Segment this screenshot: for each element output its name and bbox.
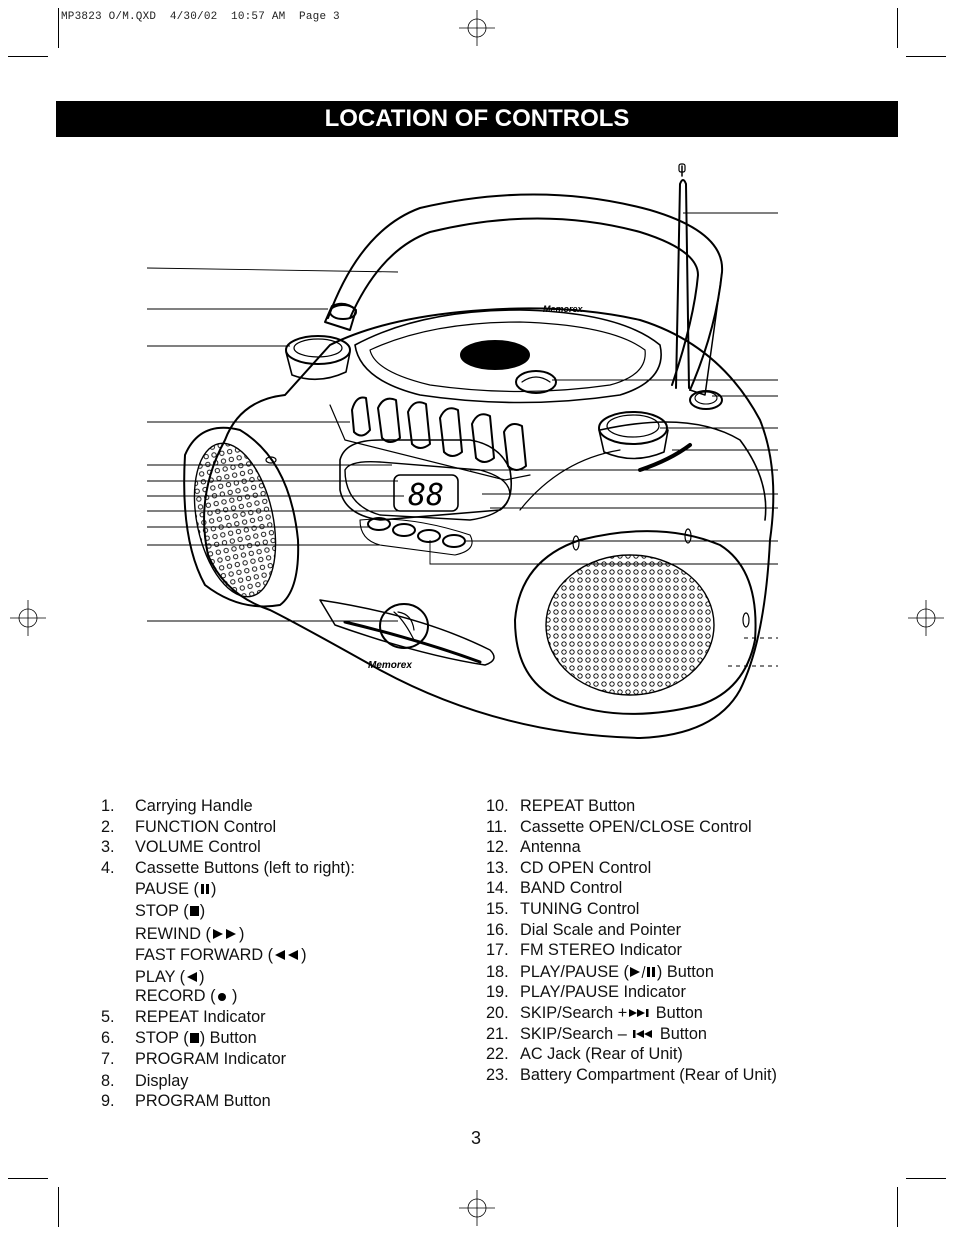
play-pause-icon [629,965,655,978]
right-leader-lines [429,212,778,667]
page-number: 3 [471,1128,482,1148]
skip-forward-icon [629,1008,649,1017]
list-item: 20.SKIP/Search + Button [486,1003,703,1022]
record-icon [217,993,226,1002]
list-item: 23.Battery Compartment (Rear of Unit) [486,1065,777,1084]
crop-mark [8,1178,48,1179]
registration-mark-left [10,600,46,636]
list-item: 18.PLAY/PAUSE () Button [486,962,714,981]
registration-mark-top [459,10,495,46]
cassette-sub-item: REWIND () [135,924,245,943]
cd-panel [344,460,511,521]
volume-control [285,335,351,381]
cassette-sub-item: PAUSE () [135,880,217,899]
list-item: 15.TUNING Control [486,899,640,918]
skip-back-icon [633,1029,653,1038]
crop-mark [897,1187,898,1227]
cassette-sub-item: STOP () [135,901,206,920]
brand-logo-bottom: Memorex [368,660,412,671]
cassette-sub-item: FAST FORWARD () [135,946,307,965]
dial-scale [638,443,692,472]
crop-mark [897,8,898,48]
controls-list-left: 1.Carrying Handle 2.FUNCTION Control 3.V… [101,796,355,1112]
file-slug: MP3823 O/M.QXD 4/30/02 10:57 AM Page 3 [61,11,340,23]
list-item: 2.FUNCTION Control [101,817,277,836]
cd-window [460,340,530,370]
antenna [675,163,690,389]
list-item: 16.Dial Scale and Pointer [486,920,682,939]
cassette-open-control [379,603,429,649]
crop-mark [58,1187,59,1227]
controls-list-right: 10.REPEAT Button 11.Cassette OPEN/CLOSE … [486,796,777,1085]
left-leader-lines [146,267,412,622]
cassette-sub-item: PLAY () [135,967,205,986]
crop-mark [58,8,59,48]
pause-icon [200,884,209,895]
stop-icon [189,905,199,916]
list-item: 12.Antenna [486,838,581,857]
list-item: 8.Display [101,1071,189,1090]
cassette-sub-item: RECORD ( ) [135,987,238,1006]
list-item: 22.AC Jack (Rear of Unit) [486,1045,683,1064]
list-item: 9.PROGRAM Button [101,1092,271,1111]
registration-mark-bottom [459,1190,495,1226]
display-digits: 88 [408,478,444,513]
list-item: 5.REPEAT Indicator [101,1007,266,1026]
cd-open-control [515,370,557,394]
registration-mark-right [908,600,944,636]
list-item: 6.STOP () Button [101,1028,257,1047]
crop-mark [906,1178,946,1179]
list-item: 7.PROGRAM Indicator [101,1050,287,1069]
left-speaker [183,426,300,608]
right-speaker [514,530,757,715]
list-item: 19.PLAY/PAUSE Indicator [486,983,686,1002]
crop-mark [906,56,946,57]
list-item: 1.Carrying Handle [101,797,253,815]
fast-forward-icon [275,950,299,961]
list-item: 13.CD OPEN Control [486,858,652,877]
list-item: 14.BAND Control [486,879,623,898]
brand-logo-top: Memorex [543,304,584,314]
list-item: 11.Cassette OPEN/CLOSE Control [486,817,752,836]
cd-control-buttons [359,517,473,556]
stop-icon [189,1032,199,1043]
list-item: 4.Cassette Buttons (left to right): [101,858,355,877]
function-control [324,302,357,331]
boombox-diagram: 88 Memorex Memorex [146,163,778,739]
list-item: 17.FM STEREO Indicator [486,941,682,960]
crop-mark [8,56,48,57]
band-control [689,390,723,410]
play-icon [187,971,198,982]
list-item: 21.SKIP/Search – Button [486,1024,707,1043]
rewind-icon [212,928,236,939]
list-item: 10.REPEAT Button [486,797,636,815]
carrying-handle [327,193,724,396]
section-title: LOCATION OF CONTROLS [56,101,898,137]
list-item: 3.VOLUME Control [101,838,261,857]
cassette-buttons [329,396,531,481]
